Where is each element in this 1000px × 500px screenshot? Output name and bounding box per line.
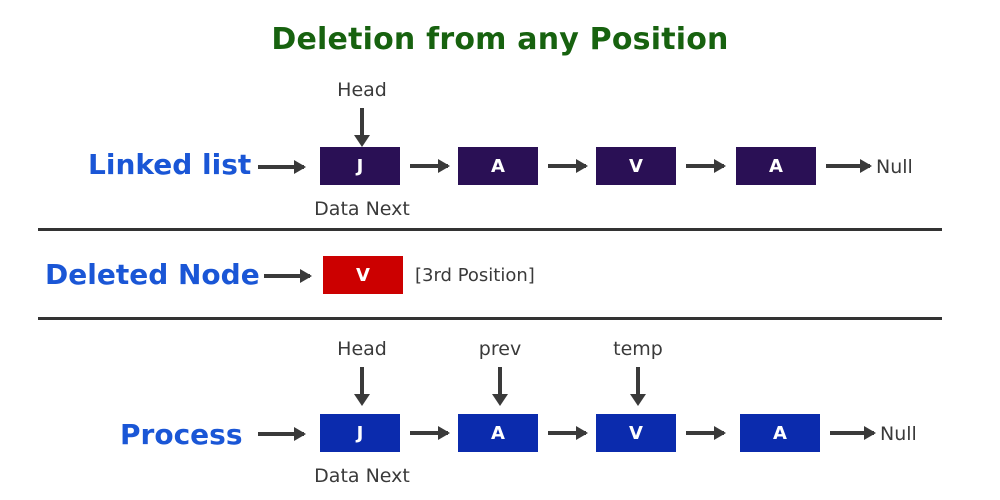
arrow-row3-1-2 bbox=[548, 431, 586, 435]
arrow-row1-2-3 bbox=[686, 164, 724, 168]
arrow-label-to-deleted-node bbox=[264, 274, 310, 278]
arrow-row1-0-1 bbox=[410, 164, 448, 168]
node-row3-0: J bbox=[320, 414, 400, 452]
page-title: Deletion from any Position bbox=[271, 22, 729, 57]
arrow-row3-2-3 bbox=[686, 431, 724, 435]
pointer-label-prev: prev bbox=[478, 338, 522, 360]
node-row3-2: V bbox=[596, 414, 676, 452]
null-terminator-row3: Null bbox=[880, 423, 917, 445]
node-row3-3: A bbox=[740, 414, 820, 452]
pointer-arrow-head-row1 bbox=[360, 108, 364, 144]
node-row1-1: A bbox=[458, 147, 538, 185]
row-label-linked-list: Linked list bbox=[88, 148, 252, 181]
pointer-arrow-temp bbox=[636, 367, 640, 403]
field-caption-row1: Data Next bbox=[314, 198, 410, 220]
arrow-row3-to-null bbox=[830, 431, 874, 435]
pointer-label-temp: temp bbox=[613, 338, 663, 360]
row-label-process: Process bbox=[120, 418, 243, 451]
row-label-deleted-node: Deleted Node bbox=[45, 258, 260, 291]
pointer-label-head-row1: Head bbox=[337, 79, 387, 101]
node-row1-0: J bbox=[320, 147, 400, 185]
arrow-label-to-node-row1 bbox=[258, 165, 304, 169]
node-deleted: V bbox=[323, 256, 403, 294]
field-caption-row3: Data Next bbox=[314, 465, 410, 487]
deleted-position-note: [3rd Position] bbox=[415, 265, 535, 286]
arrow-row1-to-null bbox=[826, 164, 870, 168]
arrow-label-to-node-row3 bbox=[258, 432, 304, 436]
pointer-label-head-row3: Head bbox=[337, 338, 387, 360]
null-terminator-row1: Null bbox=[876, 156, 913, 178]
divider-2 bbox=[38, 317, 942, 320]
arrow-row1-1-2 bbox=[548, 164, 586, 168]
pointer-arrow-prev bbox=[498, 367, 502, 403]
arrow-row3-0-1 bbox=[410, 431, 448, 435]
node-row1-2: V bbox=[596, 147, 676, 185]
divider-1 bbox=[38, 228, 942, 231]
node-row1-3: A bbox=[736, 147, 816, 185]
node-row3-1: A bbox=[458, 414, 538, 452]
pointer-arrow-head-row3 bbox=[360, 367, 364, 403]
